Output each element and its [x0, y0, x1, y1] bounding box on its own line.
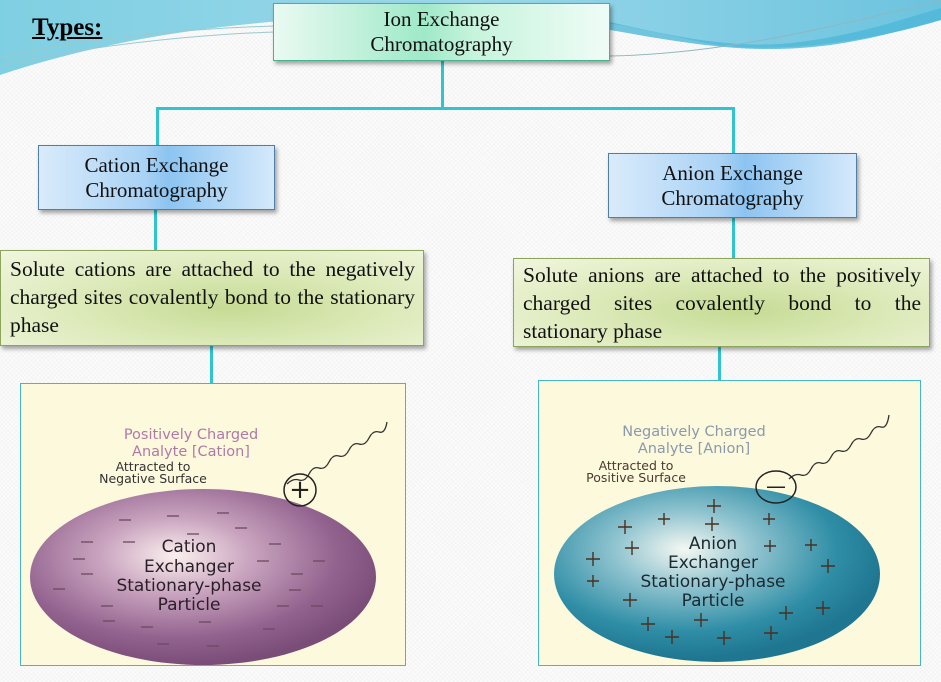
- anion-analyte-label-line2: Analyte [Anion]: [638, 441, 750, 457]
- connector-left-type-to-desc: [154, 209, 157, 251]
- connector-left-down: [156, 107, 159, 146]
- anion-particle-line3: Stationary-phase: [640, 572, 785, 592]
- cation-particle-line2: Exchanger: [144, 557, 234, 577]
- root-node-line2: Chromatography: [370, 32, 513, 56]
- cation-analyte-label-line1: Positively Charged: [124, 427, 258, 443]
- connector-root-down: [441, 60, 444, 110]
- root-node-ion-exchange: Ion Exchange Chromatography: [273, 3, 610, 61]
- anion-particle-line2: Exchanger: [668, 553, 758, 573]
- cation-analyte-charge: +: [289, 475, 311, 505]
- connector-right-down: [732, 107, 735, 154]
- anion-surface-charges: [586, 499, 835, 645]
- cation-particle-line3: Stationary-phase: [116, 576, 261, 596]
- anion-analyte-label-line1: Negatively Charged: [622, 424, 766, 440]
- node-anion-line1: Anion Exchange: [662, 160, 803, 185]
- cation-attracted-line2: Negative Surface: [99, 471, 207, 486]
- cation-attracted-line1: Attracted to: [116, 459, 191, 474]
- anion-particle-line1: Anion: [689, 534, 737, 554]
- cation-exchanger-particle: [30, 489, 376, 665]
- anion-attracted-line1: Attracted to: [599, 458, 674, 473]
- connector-left-desc-to-panel: [210, 345, 213, 384]
- connector-horizontal: [156, 107, 735, 110]
- node-anion-exchange: Anion Exchange Chromatography: [608, 153, 857, 218]
- anion-description: Solute anions are attached to the positi…: [513, 258, 930, 347]
- anion-exchanger-particle: [554, 486, 880, 662]
- node-cation-exchange: Cation Exchange Chromatography: [38, 145, 275, 210]
- cation-particle-line4: Particle: [158, 595, 221, 615]
- node-anion-line2: Chromatography: [661, 185, 804, 210]
- connector-right-type-to-desc: [732, 217, 735, 259]
- anion-particle-line4: Particle: [682, 591, 745, 611]
- anion-analyte-circle: [755, 470, 797, 504]
- cation-description: Solute cations are attached to the negat…: [0, 250, 424, 346]
- analyte-tail: [788, 414, 890, 480]
- cation-particle-line1: Cation: [162, 537, 217, 557]
- root-node-line1: Ion Exchange: [383, 7, 500, 32]
- header-swoosh-decoration: [0, 0, 941, 75]
- anion-analyte-charge: —: [766, 474, 786, 498]
- cation-exchanger-illustration: + Positively Charged Analyte [Cation] At…: [20, 383, 406, 666]
- cation-surface-charges: [53, 512, 325, 647]
- cation-analyte-label-line2: Analyte [Cation]: [132, 444, 250, 460]
- anion-attracted-line2: Positive Surface: [586, 470, 686, 485]
- connector-right-desc-to-panel: [718, 346, 721, 381]
- node-cation-line2: Chromatography: [85, 177, 228, 202]
- node-cation-line1: Cation Exchange: [84, 152, 229, 177]
- anion-exchanger-illustration: — Negatively Charged Analyte [Anion] Att…: [538, 380, 921, 666]
- analyte-tail: [286, 421, 388, 485]
- cation-analyte-circle: [283, 473, 317, 507]
- slide-title: Types:: [32, 14, 103, 41]
